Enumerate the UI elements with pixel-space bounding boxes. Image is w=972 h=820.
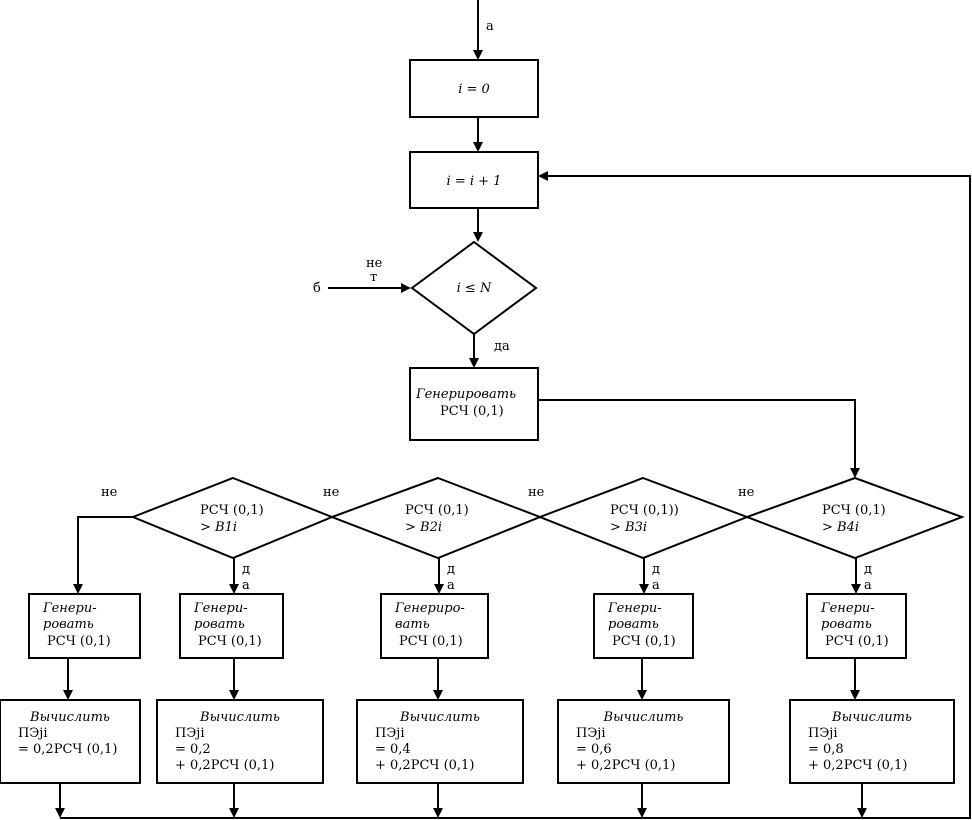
condition-text: > B4i: [822, 520, 859, 535]
condition-text: РСЧ (0,1): [405, 503, 469, 518]
loop-no-label: не: [366, 256, 383, 271]
condition-text: РСЧ (0,1): [822, 503, 886, 518]
calculate-text: Вычислить: [831, 710, 912, 725]
calculate-box: [156, 699, 324, 784]
loop-entry-label: б: [313, 281, 321, 296]
generate-text: ровать: [821, 617, 872, 632]
generate-text: Генери-: [42, 601, 97, 616]
generate-text: Генери-: [607, 601, 662, 616]
no-label: не: [738, 485, 755, 500]
generate-main-line1: Генерировать: [415, 387, 516, 402]
calculate-text: ПЭji: [175, 726, 204, 741]
generate-box: [380, 593, 489, 659]
calculate-text: = 0,8: [808, 742, 844, 757]
init-box: [409, 59, 539, 118]
condition-text: РСЧ (0,1)): [610, 503, 679, 518]
calculate-text: = 0,2: [175, 742, 211, 757]
generate-box: [593, 593, 694, 659]
increment-text: i = i + 1: [447, 174, 502, 189]
condition-text: > B2i: [405, 520, 442, 535]
yes-label: а: [864, 578, 872, 593]
generate-text: Генери-: [193, 601, 248, 616]
condition-text: РСЧ (0,1): [200, 503, 264, 518]
init-text: i = 0: [458, 82, 490, 97]
arrow-to-d4: [538, 399, 860, 478]
calculate-box: [557, 699, 730, 784]
calculate-text: ПЭji: [375, 726, 404, 741]
calculate-text: = 0,2РСЧ (0,1): [18, 742, 117, 757]
loop-condition-text: i ≤ N: [457, 281, 492, 296]
generate-main-box: [409, 367, 539, 441]
generate-box: [806, 593, 907, 659]
generate-text: Генериро-: [394, 601, 465, 616]
calculate-box: [789, 699, 955, 784]
calculate-text: Вычислить: [399, 710, 480, 725]
generate-box: [179, 593, 284, 659]
calculate-text: Вычислить: [199, 710, 280, 725]
generate-text: ровать: [608, 617, 659, 632]
condition-diamond: [744, 476, 965, 560]
generate-text: РСЧ (0,1): [198, 634, 262, 649]
loop-yes-label: да: [494, 339, 510, 354]
yes-label: а: [242, 578, 250, 593]
yes-label: д: [447, 562, 455, 577]
calculate-text: = 0,4: [375, 742, 411, 757]
generate-text: ровать: [43, 617, 94, 632]
generate-text: РСЧ (0,1): [47, 634, 111, 649]
generate-text: вать: [395, 617, 430, 632]
loop-no-label-2: т: [370, 270, 377, 285]
yes-label: д: [652, 562, 660, 577]
generate-text: РСЧ (0,1): [612, 634, 676, 649]
calculate-text: ПЭji: [808, 726, 837, 741]
generate-text: Генери-: [820, 601, 875, 616]
condition-diamond: [130, 476, 335, 560]
calculate-text: + 0,2РСЧ (0,1): [808, 758, 907, 773]
no-label: не: [528, 485, 545, 500]
generate-box: [28, 593, 141, 659]
no-label: не: [101, 485, 118, 500]
generate-text: ровать: [194, 617, 245, 632]
condition-text: > B1i: [200, 520, 237, 535]
loop-back-line: [60, 171, 971, 819]
yes-label: а: [652, 578, 660, 593]
generate-text: РСЧ (0,1): [825, 634, 889, 649]
generate-main-line2: РСЧ (0,1): [440, 404, 504, 419]
no-arrow-left: [73, 516, 133, 594]
entry-label: а: [486, 19, 494, 34]
yes-label: д: [864, 562, 872, 577]
calculate-text: = 0,6: [576, 742, 612, 757]
condition-diamond: [329, 476, 543, 560]
calculate-text: ПЭji: [576, 726, 605, 741]
condition-diamond: [537, 476, 750, 560]
increment-box: [409, 151, 539, 209]
calculate-box: [0, 699, 141, 784]
yes-label: а: [447, 578, 455, 593]
calculate-text: Вычислить: [29, 710, 110, 725]
calculate-text: ПЭji: [18, 726, 47, 741]
calculate-text: + 0,2РСЧ (0,1): [175, 758, 274, 773]
yes-label: д: [242, 562, 250, 577]
calculate-text: + 0,2РСЧ (0,1): [375, 758, 474, 773]
no-label: не: [323, 485, 340, 500]
calculate-box: [356, 699, 524, 784]
condition-text: > B3i: [610, 520, 647, 535]
calculate-text: Вычислить: [603, 710, 684, 725]
calculate-text: + 0,2РСЧ (0,1): [576, 758, 675, 773]
generate-text: РСЧ (0,1): [399, 634, 463, 649]
